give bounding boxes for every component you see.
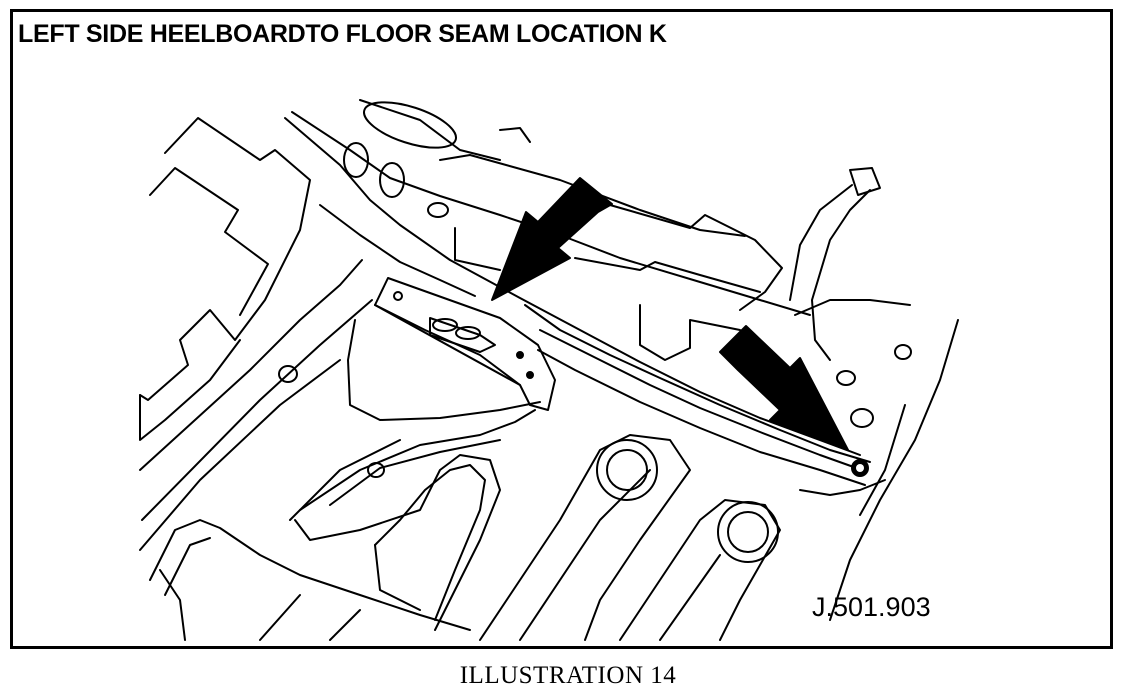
arrow-down-right-icon (719, 325, 849, 451)
heelboard-bracket (374, 277, 556, 411)
illustration-caption: ILLUSTRATION 14 (459, 662, 677, 689)
figure-title: LEFT SIDE HEELBOARDTO FLOOR SEAM LOCATIO… (18, 20, 667, 48)
part-number: J.501.903 (812, 592, 931, 622)
arrow-down-left-icon (491, 177, 613, 301)
right-body-structure (574, 167, 959, 621)
left-body-structure (139, 117, 373, 551)
heelboard-sill (284, 99, 871, 486)
figure-frame (10, 9, 1113, 649)
floor-pan (149, 319, 886, 641)
